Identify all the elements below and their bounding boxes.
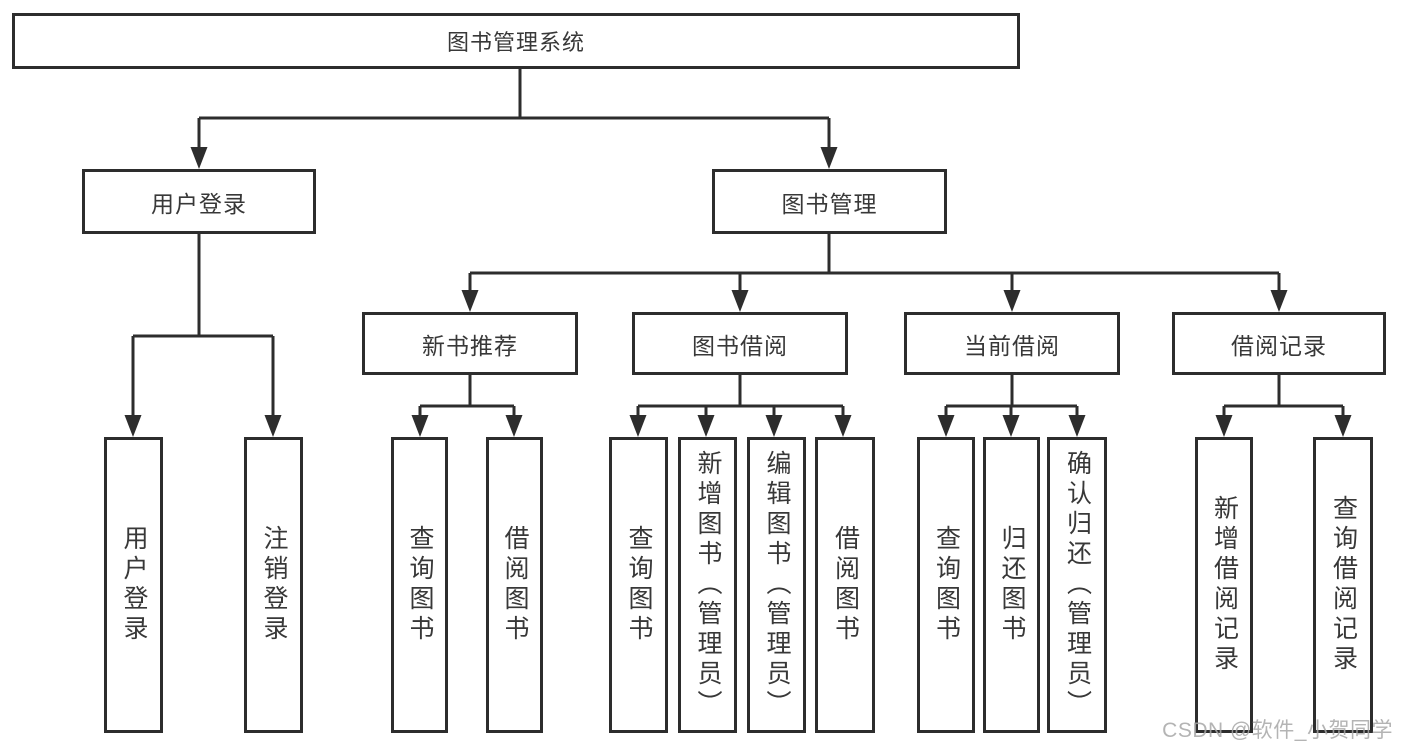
leaf-add-book-admin-label: 新增图书（管理员）: [694, 450, 722, 720]
leaf-user-login-label: 用户登录: [120, 525, 148, 645]
node-borrow-records: 借阅记录: [1172, 312, 1386, 375]
leaf-add-book-admin: 新增图书（管理员）: [678, 437, 737, 733]
leaf-add-borrow-record-label: 新增借阅记录: [1210, 495, 1239, 675]
node-root: 图书管理系统: [12, 13, 1020, 69]
leaf-add-borrow-record: 新增借阅记录: [1195, 437, 1253, 733]
arrowheads: [124, 147, 1352, 437]
leaf-query-borrow-record: 查询借阅记录: [1313, 437, 1373, 733]
leaf-edit-book-admin: 编辑图书（管理员）: [747, 437, 806, 733]
leaf-edit-book-admin-label: 编辑图书（管理员）: [763, 450, 791, 720]
node-book-management-label: 图书管理: [781, 190, 878, 217]
leaf-query-borrow-record-label: 查询借阅记录: [1329, 495, 1358, 675]
leaf-recommend-query-book: 查询图书: [391, 437, 448, 733]
node-borrow-records-label: 借阅记录: [1231, 332, 1327, 359]
leaf-user-login: 用户登录: [104, 437, 163, 733]
leaf-recommend-borrow-book: 借阅图书: [486, 437, 543, 733]
leaf-borrow-borrow-book-label: 借阅图书: [831, 525, 860, 645]
node-current-borrow: 当前借阅: [904, 312, 1120, 375]
leaf-confirm-return-admin: 确认归还（管理员）: [1047, 437, 1107, 733]
leaf-return-book: 归还图书: [983, 437, 1040, 733]
leaf-recommend-query-book-label: 查询图书: [406, 525, 434, 645]
watermark: CSDN @软件_小贺同学: [1162, 719, 1393, 742]
node-user-login-branch-label: 用户登录: [151, 190, 247, 217]
node-book-management: 图书管理: [712, 169, 947, 234]
node-current-borrow-label: 当前借阅: [964, 332, 1060, 359]
leaf-current-query-book: 查询图书: [917, 437, 975, 733]
leaf-confirm-return-admin-label: 确认归还（管理员）: [1063, 450, 1092, 720]
leaf-current-query-book-label: 查询图书: [932, 525, 961, 645]
node-book-borrow: 图书借阅: [632, 312, 848, 375]
leaf-logout-label: 注销登录: [260, 525, 288, 645]
leaf-return-book-label: 归还图书: [998, 525, 1026, 645]
node-new-book-recommend-label: 新书推荐: [422, 332, 518, 359]
node-user-login-branch: 用户登录: [82, 169, 316, 234]
leaf-borrow-borrow-book: 借阅图书: [815, 437, 875, 733]
leaf-borrow-query-book: 查询图书: [609, 437, 668, 733]
node-root-label: 图书管理系统: [446, 30, 585, 55]
node-new-book-recommend: 新书推荐: [362, 312, 578, 375]
node-book-borrow-label: 图书借阅: [692, 332, 788, 359]
leaf-logout: 注销登录: [244, 437, 303, 733]
leaf-recommend-borrow-book-label: 借阅图书: [501, 525, 529, 645]
leaf-borrow-query-book-label: 查询图书: [625, 525, 653, 645]
